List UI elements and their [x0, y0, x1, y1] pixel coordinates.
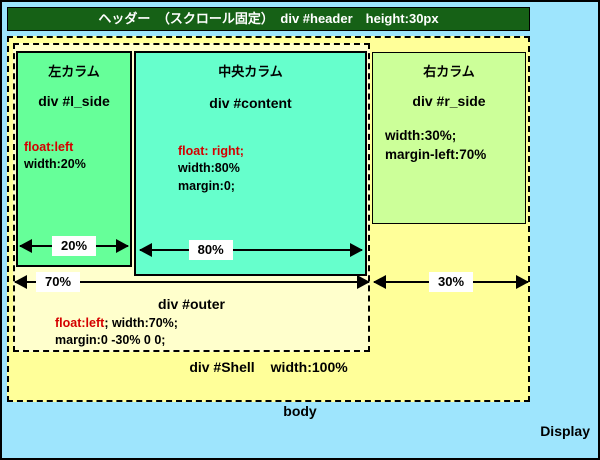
shell-css-width: width:100%	[270, 359, 348, 375]
arrowhead-right-icon	[516, 275, 529, 289]
header-label: ヘッダー （スクロール固定） div #header height:30px	[98, 11, 439, 26]
shell-id-label: div #Shell	[189, 359, 255, 375]
right-column-id: div #r_side	[412, 93, 486, 109]
display-label: Display	[540, 423, 590, 439]
left-css-float: float:left	[24, 140, 74, 154]
left-css-width: width:20%	[24, 157, 86, 172]
shell-label: div #Shell width:100%	[7, 359, 530, 375]
outer-css-margin: margin:0 -30% 0 0;	[55, 333, 166, 348]
arrowhead-right-icon	[116, 239, 129, 253]
center-column-css: float: right; width:80% margin:0;	[178, 143, 365, 195]
arrow-line	[140, 249, 362, 251]
center-css-width: width:80%	[178, 161, 240, 176]
left-column-css: float:left width:20%	[24, 139, 130, 174]
width-label-30: 30%	[428, 272, 474, 292]
arrowhead-left-icon	[139, 243, 152, 257]
left-column-box: 左カラム div #l_side float:left width:20%	[16, 51, 132, 267]
width-arrow-30: 30%	[373, 272, 529, 292]
center-css-float: float: right;	[178, 144, 244, 158]
body-label: body	[283, 403, 317, 419]
right-css-margin: margin-left:70%	[385, 146, 487, 162]
center-column-title: 中央カラム	[218, 64, 283, 79]
right-column-css: width:30%; margin-left:70%	[385, 127, 525, 164]
width-arrow-80: 80%	[139, 240, 363, 260]
arrowhead-right-icon	[350, 243, 363, 257]
left-column-title: 左カラム	[48, 64, 100, 79]
right-column-title: 右カラム	[423, 64, 475, 79]
width-label-80: 80%	[188, 240, 233, 260]
arrow-line	[15, 281, 369, 283]
width-label-20: 20%	[51, 236, 97, 256]
center-column-box: 中央カラム div #content float: right; width:8…	[134, 51, 367, 276]
arrowhead-left-icon	[373, 275, 386, 289]
outer-css-width: ; width:70%;	[104, 316, 178, 330]
right-column-box: 右カラム div #r_side width:30%; margin-left:…	[372, 52, 526, 224]
outer-id-label: div #outer	[158, 296, 225, 312]
right-css-width: width:30%;	[385, 128, 457, 143]
header-bar: ヘッダー （スクロール固定） div #header height:30px	[7, 7, 530, 31]
outer-css: float:left; width:70%; margin:0 -30% 0 0…	[55, 315, 178, 350]
width-arrow-20: 20%	[19, 236, 129, 256]
outer-css-float: float:left	[55, 316, 105, 330]
left-column-id: div #l_side	[38, 93, 110, 109]
arrowhead-right-icon	[357, 275, 370, 289]
arrowhead-left-icon	[14, 275, 27, 289]
width-label-70: 70%	[36, 272, 81, 292]
center-column-id: div #content	[209, 95, 292, 111]
center-css-margin: margin:0;	[178, 178, 235, 193]
width-arrow-70: 70%	[14, 272, 370, 292]
arrowhead-left-icon	[19, 239, 32, 253]
